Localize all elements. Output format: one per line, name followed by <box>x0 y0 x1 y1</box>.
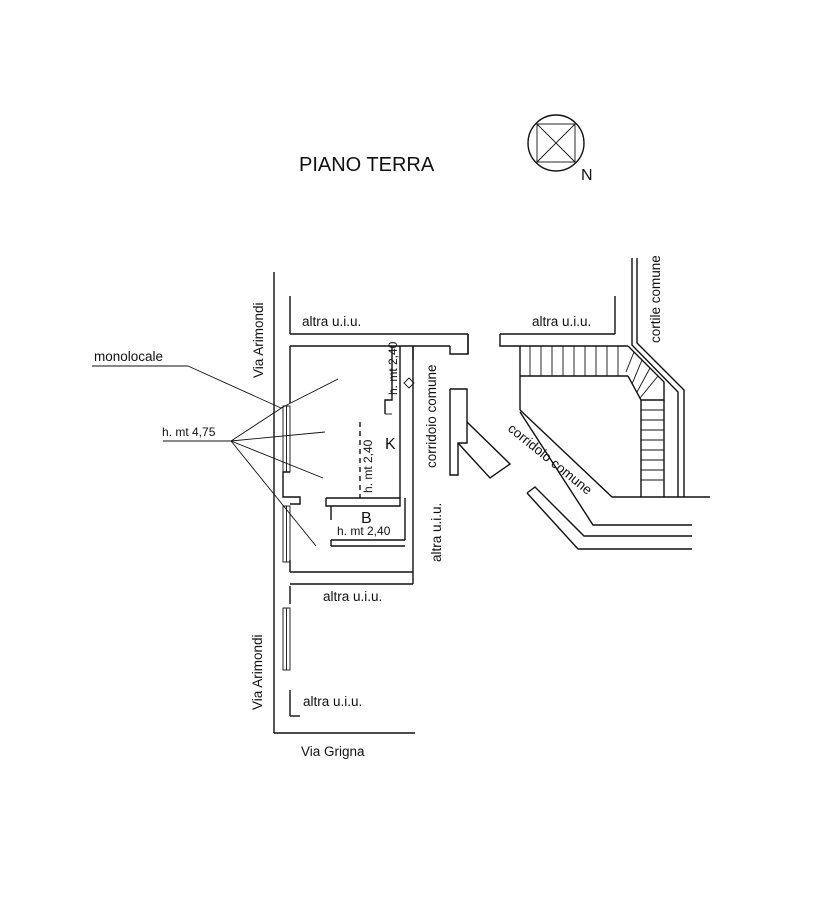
height-main-label: h. mt 4,75 <box>162 425 216 439</box>
street-lines <box>273 272 415 734</box>
room-k-label: K <box>385 436 396 453</box>
room-b-label: B <box>361 510 372 527</box>
height-b-label: h. mt 2,40 <box>337 524 391 538</box>
bathroom-walls <box>330 498 406 547</box>
plan-title: PIANO TERRA <box>299 154 435 176</box>
altra-uiu-bottom-label: altra u.i.u. <box>323 589 382 604</box>
height-k-lower-label: h. mt 2,40 <box>361 439 375 493</box>
top-wall <box>290 333 469 355</box>
street-label-via-arimondi-upper: Via Arimondi <box>251 302 266 378</box>
altra-uiu-lowest-label: altra u.i.u. <box>303 694 362 709</box>
monolocale-label: monolocale <box>94 349 163 364</box>
kitchen-walls <box>359 346 401 498</box>
window-lower <box>282 505 291 563</box>
north-label: N <box>581 167 593 184</box>
altra-uiu-top-right-label: altra u.i.u. <box>532 314 591 329</box>
north-arrow-icon <box>527 114 585 172</box>
window-bottom <box>282 607 291 671</box>
altra-uiu-top-left-label: altra u.i.u. <box>302 314 361 329</box>
corridoio-vertical-label: corridoio comune <box>424 364 439 468</box>
height-k-upper-label: h. mt 2,40 <box>386 341 400 395</box>
kitchen-floor-wall <box>325 497 401 507</box>
monolocale-leader <box>92 365 339 409</box>
height-main-leaders <box>163 406 326 547</box>
door-icon <box>403 377 415 389</box>
diagonal-corridor-walls <box>457 411 692 550</box>
pillar <box>282 471 301 505</box>
facade-wall <box>289 296 300 717</box>
cortile-label: cortile comune <box>648 255 663 343</box>
cortile-walls <box>631 258 685 497</box>
corridoio-diagonal-label: corridoio comune <box>505 421 595 498</box>
street-label-via-arimondi-lower: Via Arimondi <box>250 634 265 710</box>
street-label-via-grigna: Via Grigna <box>301 744 365 759</box>
unit-bottom-wall <box>290 571 414 585</box>
stairs <box>529 345 665 497</box>
altra-uiu-vertical-label: altra u.i.u. <box>429 503 444 562</box>
